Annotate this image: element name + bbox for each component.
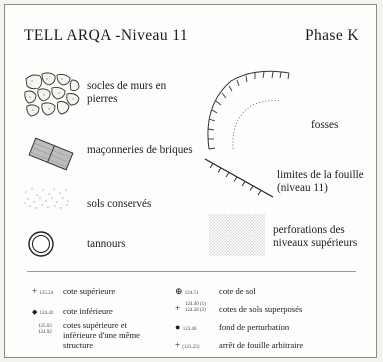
brick-masonry-symbol	[28, 137, 74, 171]
filled-circle-icon: ●	[175, 322, 181, 332]
preserved-floor-symbol	[24, 188, 69, 209]
stone-footing-label: socles de murs en pierres	[87, 80, 167, 105]
disturbance-value: 123.46	[182, 327, 197, 332]
stacked-floor-marker: +	[175, 303, 180, 313]
combined-elevation-value: 125.03 124.92	[38, 324, 52, 335]
top-elevation-value: 125.24	[39, 291, 54, 296]
perforation-label: perforations des niveaux supérieurs	[273, 224, 358, 249]
excavation-limit-label: limites de la fouille (niveau 11)	[277, 169, 364, 194]
diamond-icon: ◆	[32, 308, 38, 316]
floor-elevation-label: cote de sol	[219, 286, 256, 296]
disturbance-label: fond de perturbation	[219, 322, 290, 332]
brick-masonry-label: maçonneries de briques	[87, 144, 193, 156]
arbitrary-stop-value: (123.25)	[182, 345, 200, 350]
pits-symbol	[207, 70, 290, 150]
map-title: TELL ARQA -Niveau 11	[24, 27, 188, 44]
excavation-limit-symbol	[204, 158, 274, 198]
floor-elevation-marker: ⊕ 124.51	[175, 286, 199, 299]
top-elevation-marker: + 125.24	[32, 286, 53, 299]
plus-icon: +	[175, 340, 181, 350]
preserved-floor-label: sols conservés	[87, 198, 152, 210]
bottom-elevation-label: cote inférieure	[63, 306, 113, 316]
legend-card: TELL ARQA -Niveau 11 Phase K socles de m…	[4, 4, 377, 358]
oven-symbol	[28, 231, 54, 257]
circled-plus-icon: ⊕	[175, 286, 183, 296]
top-elevation-label: cote supérieure	[63, 286, 116, 296]
bottom-elevation-value: 124.42	[39, 311, 54, 316]
stacked-floor-label: cotes de sols superposés	[219, 304, 303, 314]
bottom-elevation-marker: ◆ 124.42	[32, 306, 53, 319]
combined-elevation-label: cotes supérieure et inférieure d'une mêm…	[63, 320, 140, 351]
legend-divider	[27, 271, 356, 272]
disturbance-marker: ● 123.46	[175, 322, 196, 335]
stacked-floor-values: 124.40 (1) 124.28 (2)	[185, 302, 206, 313]
floor-elevation-value: 124.51	[184, 291, 199, 296]
perforation-symbol	[209, 214, 265, 256]
oven-label: tannours	[87, 238, 126, 250]
stone-footing-symbol	[24, 72, 80, 117]
plus-icon: +	[32, 286, 38, 296]
pits-label: fosses	[311, 119, 339, 131]
plus-icon: +	[175, 303, 181, 313]
phase-label: Phase K	[304, 27, 359, 44]
arbitrary-stop-marker: + (123.25)	[175, 340, 199, 353]
arbitrary-stop-label: arrêt de fouille arbitraire	[219, 340, 304, 350]
